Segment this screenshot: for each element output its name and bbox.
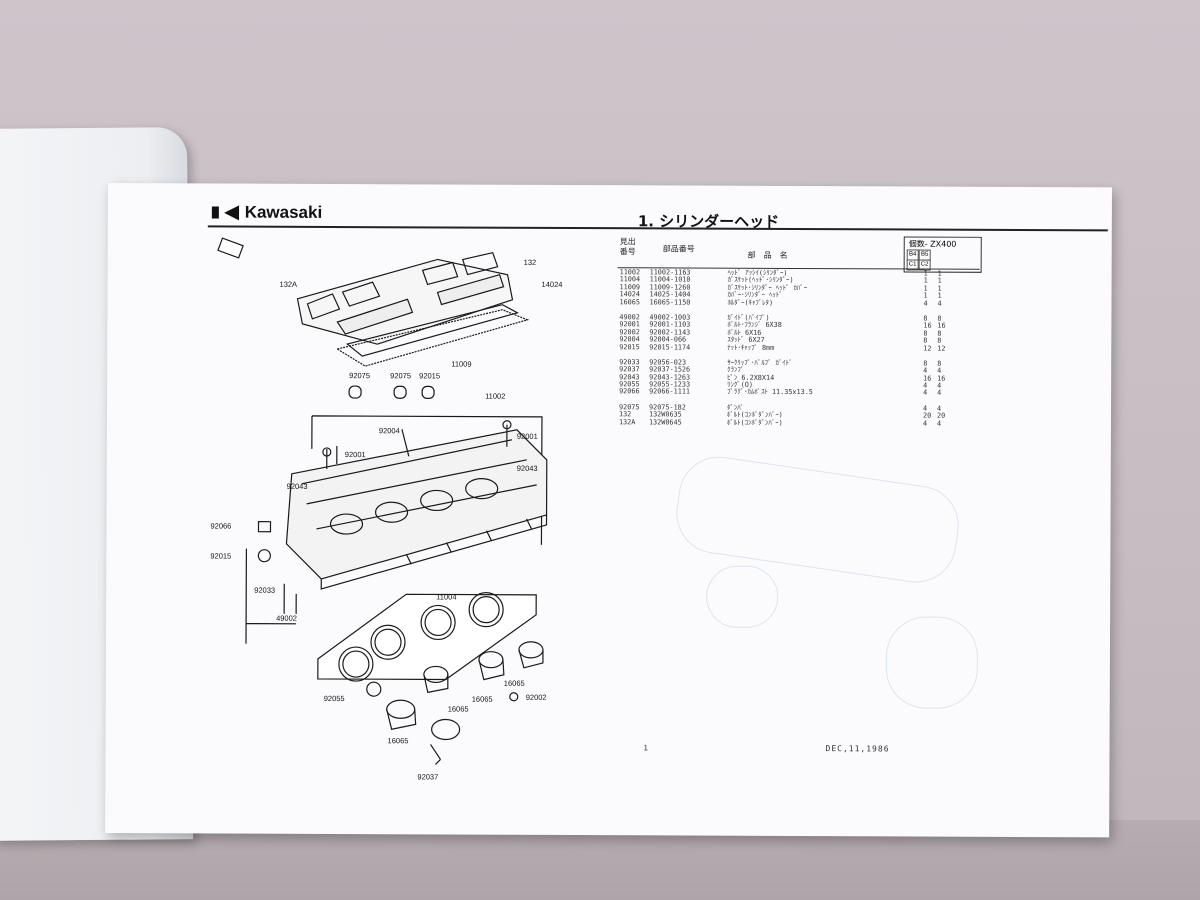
parts-cell-ref: 92066 [619, 387, 640, 396]
callout-label: 132A [279, 279, 298, 289]
parts-cell-ref: 92015 [619, 342, 640, 351]
parts-cell-part: 132W0645 [648, 418, 682, 427]
callout-label: 92043 [286, 481, 308, 491]
parts-cell-q1: 4 [923, 299, 928, 308]
callout-label: 92033 [254, 585, 276, 595]
show-through [885, 616, 979, 709]
callout-label: 16065 [503, 678, 525, 688]
parts-cell-ref: 16065 [619, 297, 640, 306]
callout-label: 92066 [210, 521, 232, 531]
callout-label: 92055 [323, 693, 345, 704]
callout-label: 14024 [541, 279, 563, 289]
parts-cell-name: ﾎﾞﾙﾄ(ｺﾝﾎﾞﾀﾞﾝﾊﾟｰ) [726, 418, 783, 427]
callout-label: 16065 [471, 694, 493, 704]
callout-label: 92015 [419, 371, 441, 381]
callout-label: 11002 [485, 391, 506, 401]
show-through [671, 451, 965, 588]
qty-label: 個数- ZX400 [908, 239, 957, 249]
print-date: DEC,11,1986 [825, 744, 890, 754]
callout-label: 11004 [436, 592, 457, 602]
callout-label: 92002 [525, 692, 547, 702]
callout-label: 92075 [349, 371, 371, 381]
parts-cell-q1: 12 [923, 344, 932, 353]
parts-cell-name: ﾌﾟﾗｸﾞ･ｶﾑﾎﾟｽﾄ 11.35x13.5 [727, 388, 813, 397]
parts-cell-part: 92015-1174 [649, 342, 691, 352]
parts-cell-q1: 4 [922, 419, 928, 428]
parts-cell-q2: 4 [937, 389, 942, 398]
parts-cell-q2: 4 [937, 299, 942, 308]
parts-cell-q1: 4 [923, 389, 928, 398]
callout-label: 49002 [276, 613, 297, 623]
callout-label: 11009 [451, 359, 472, 369]
exploded-diagram [217, 237, 548, 765]
page-number: 1 [643, 743, 649, 753]
callout-label: 92043 [516, 463, 538, 473]
parts-catalog-page: ◀Kawasaki 1. シリンダーヘッド 見出 番号 部品番号 部 品 名 個… [105, 183, 1112, 838]
parts-cell-name: ﾅｯﾄ･ｷｬｯﾌﾟ 8mm [727, 343, 775, 352]
parts-cell-q2: 4 [936, 419, 942, 428]
parts-cell-q2: 12 [937, 344, 946, 353]
callout-label: 92037 [417, 772, 439, 782]
callout-label: 92075 [390, 371, 412, 381]
callout-label: 92004 [378, 426, 400, 436]
col-ref-no: 見出 番号 [619, 237, 636, 257]
parts-cell-part: 16065-1150 [649, 297, 691, 307]
callout-label: 132 [523, 257, 537, 267]
show-through [706, 565, 779, 628]
callout-label: 16065 [447, 704, 469, 714]
parts-cell-name: ﾎﾙﾀﾞｰ(ｷｬﾌﾞﾚﾀ) [727, 298, 774, 307]
col-part-no: 部品番号 [662, 244, 695, 254]
callout-label: 92001 [516, 431, 538, 441]
callout-label: 92001 [344, 450, 366, 460]
callout-label: 16065 [387, 736, 409, 746]
quantity-header: 個数- ZX400 B4 B5 C1 C2 [903, 236, 982, 273]
parts-cell-part: 92066-1111 [649, 387, 691, 397]
section-title: 1. シリンダーヘッド [637, 212, 780, 231]
callout-label: 92015 [210, 551, 232, 561]
col-part-name: 部 品 名 [747, 250, 788, 260]
parts-cell-ref: 132A [618, 417, 636, 426]
